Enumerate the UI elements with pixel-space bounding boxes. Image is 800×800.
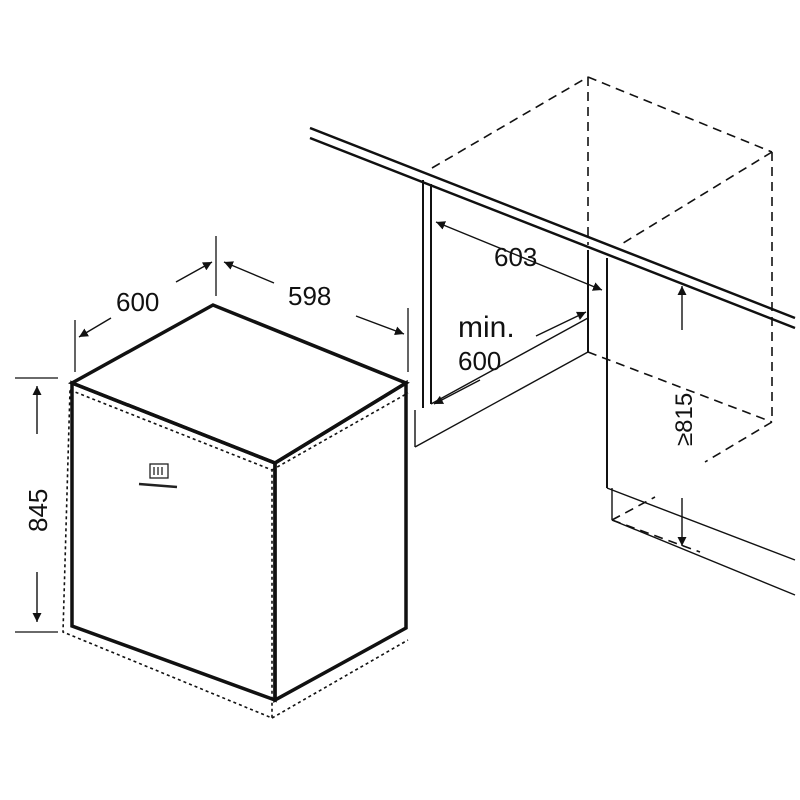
dimension-min-600 [433,311,587,405]
dimension-603 [435,221,603,291]
appliance-width-label: 598 [288,281,331,311]
worktop [309,126,796,330]
dimension-598 [223,261,405,336]
niche-right-panel [587,250,796,596]
dimension-600 [78,261,213,338]
appliance-envelope-outline [62,388,409,720]
niche-cabinet-outline [431,76,773,553]
niche-depth-label: 603 [494,242,537,272]
niche-drawing: 603 min. 600 ≥815 [309,76,796,596]
niche-height-label: ≥815 [671,393,698,446]
extension-lines [15,236,409,633]
appliance-drawing: 600 598 845 [15,236,410,720]
niche-min-width-label: 600 [458,346,501,376]
niche-min-label: min. [458,311,515,344]
niche-left-panel [414,180,589,448]
brand-logo-icon [138,463,178,489]
appliance-height-label: 845 [23,489,53,532]
appliance-box [67,303,410,703]
appliance-depth-label: 600 [116,287,159,317]
